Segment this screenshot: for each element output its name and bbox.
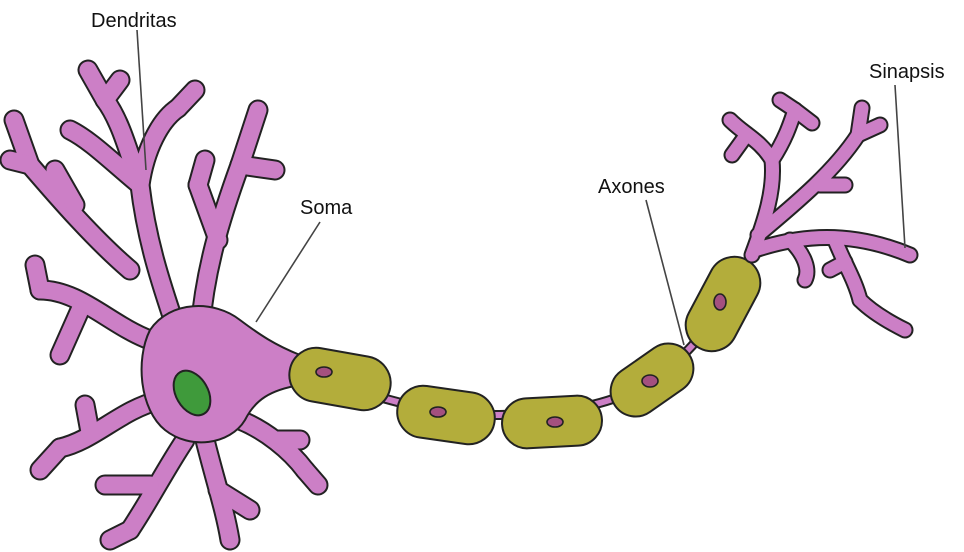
axon-label-group: Axones: [598, 176, 684, 345]
axon-label: Axones: [598, 176, 665, 198]
synapse-leader-line: [895, 85, 905, 248]
soma-label: Soma: [300, 197, 353, 219]
myelin-sheath: [501, 394, 603, 449]
myelin-sheaths: [285, 248, 769, 450]
axon-leader-line: [646, 200, 684, 345]
dendrites: [10, 70, 318, 540]
dendrites-label: Dendritas: [91, 10, 177, 32]
myelin-sheath: [394, 382, 498, 447]
synapse-label-group: Sinapsis: [869, 61, 945, 248]
axon: [285, 248, 769, 450]
soma-leader-line: [256, 222, 320, 322]
soma-label-group: Soma: [256, 197, 353, 322]
myelin-sheath: [285, 344, 395, 415]
synapse-label: Sinapsis: [869, 61, 945, 83]
soma: [142, 306, 300, 442]
